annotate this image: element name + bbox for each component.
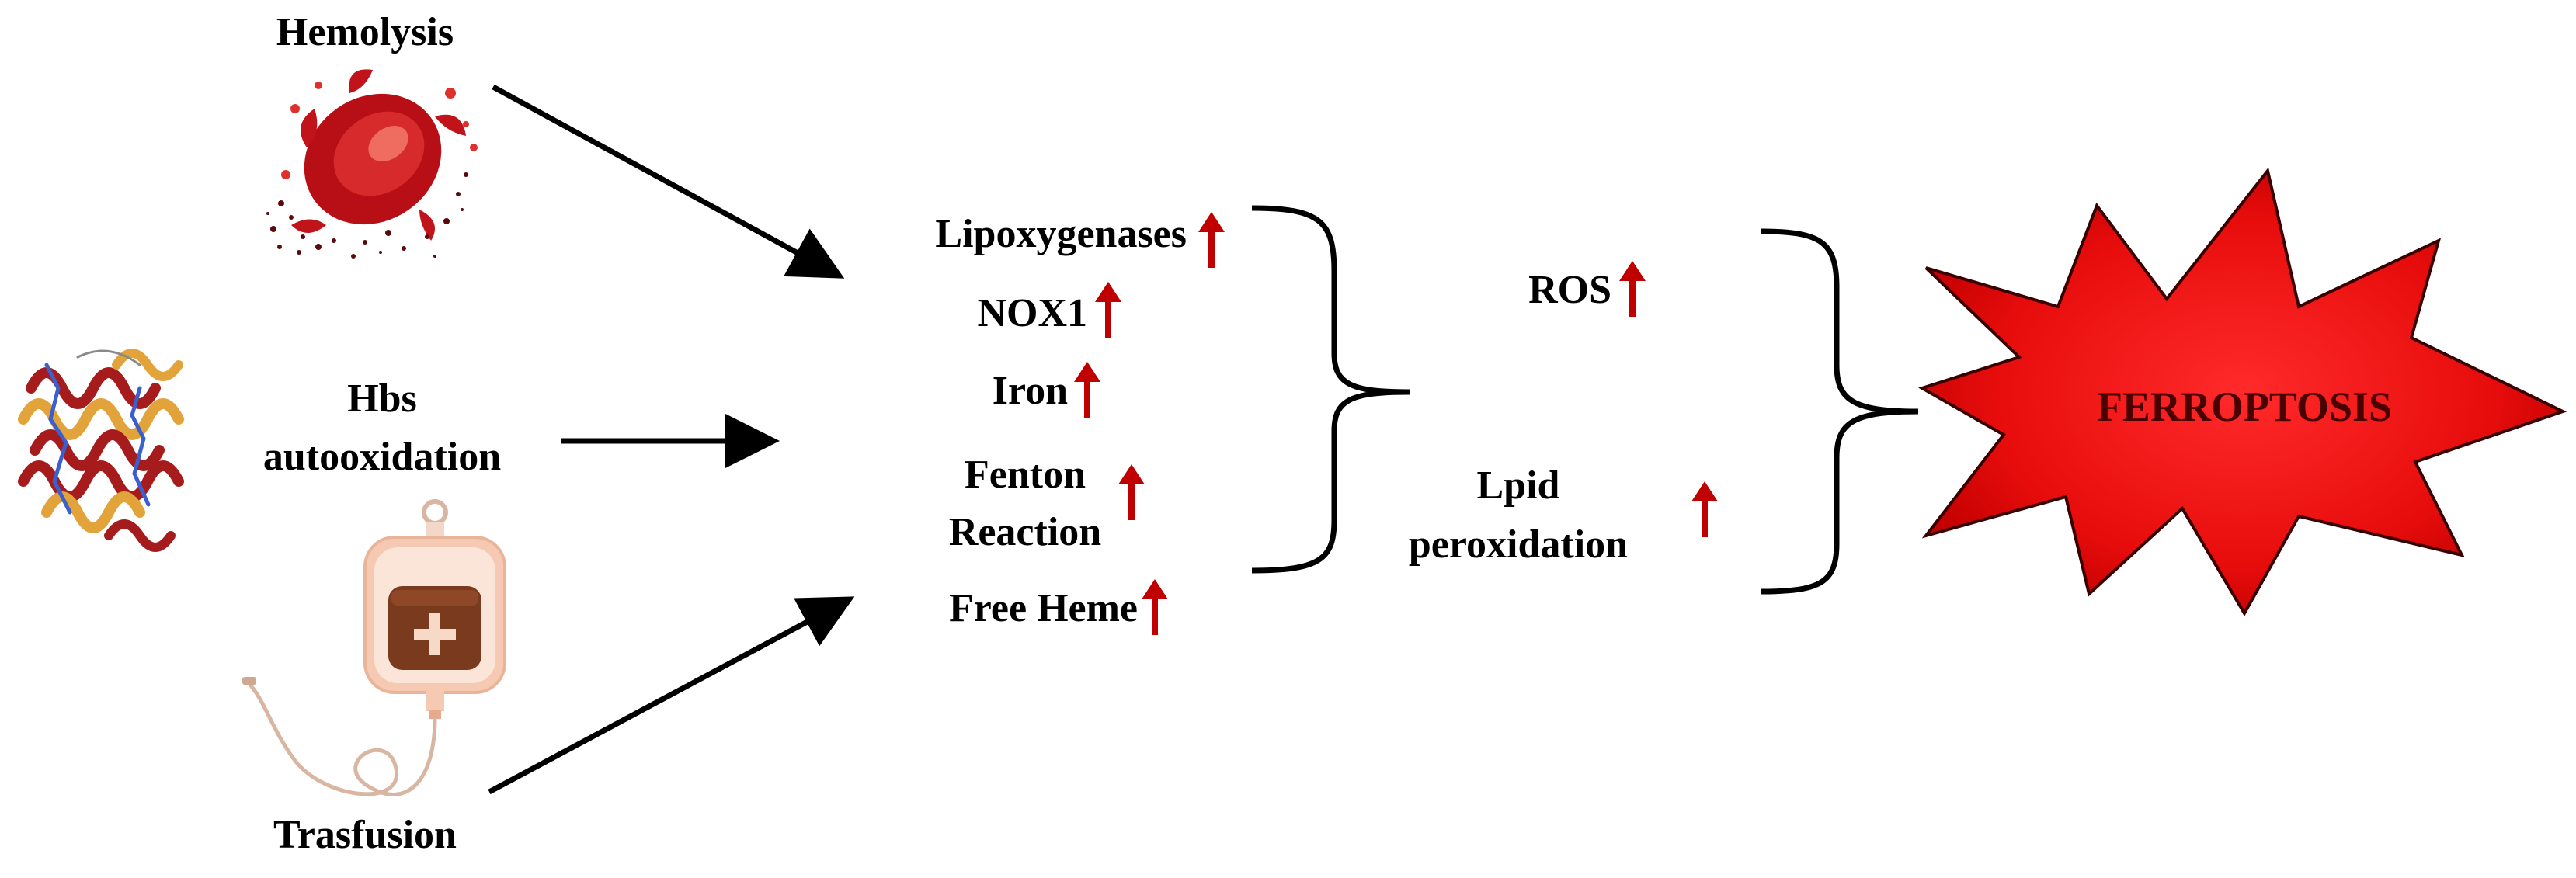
transfusion-arrow [488,596,855,795]
fenton-label-line2: Reaction [949,510,1101,554]
lipoxygenases-increase-icon [1198,212,1225,268]
fenton-label-line1: Fenton [965,453,1086,497]
free-heme-label: Free Heme [949,586,1138,630]
mediators-brace [1251,205,1410,574]
ferroptosis-burst [1918,167,2567,617]
blood-bag-icon [242,499,506,796]
hemolysis-arrow [492,84,845,279]
lipoxygenases-label: Lipoxygenases [935,212,1187,256]
lpid-label-line1: Lpid [1477,463,1560,508]
hbs-label-line2: autooxidation [263,435,501,479]
nox1-increase-icon [1095,282,1121,338]
ros-label: ROS [1528,268,1611,312]
lpid-increase-icon [1691,481,1718,537]
red-blood-cell-lysis-icon [266,69,478,259]
ros-increase-icon [1619,261,1646,317]
ferroptosis-label: FERROPTOSIS [2097,383,2392,430]
lpid-label-line2: peroxidation [1409,522,1628,567]
transfusion-label: Trasfusion [273,813,457,857]
iron-label: Iron [993,369,1068,413]
hbs-label-line1: Hbs [347,377,417,421]
nox1-label: NOX1 [977,291,1087,335]
fenton-increase-icon [1118,464,1145,520]
hemoglobin-protein-structure-icon [18,349,184,552]
iron-increase-icon [1074,362,1100,418]
effects-brace [1761,228,1919,595]
free-heme-increase-icon [1142,579,1168,635]
hemolysis-label: Hemolysis [276,10,454,54]
